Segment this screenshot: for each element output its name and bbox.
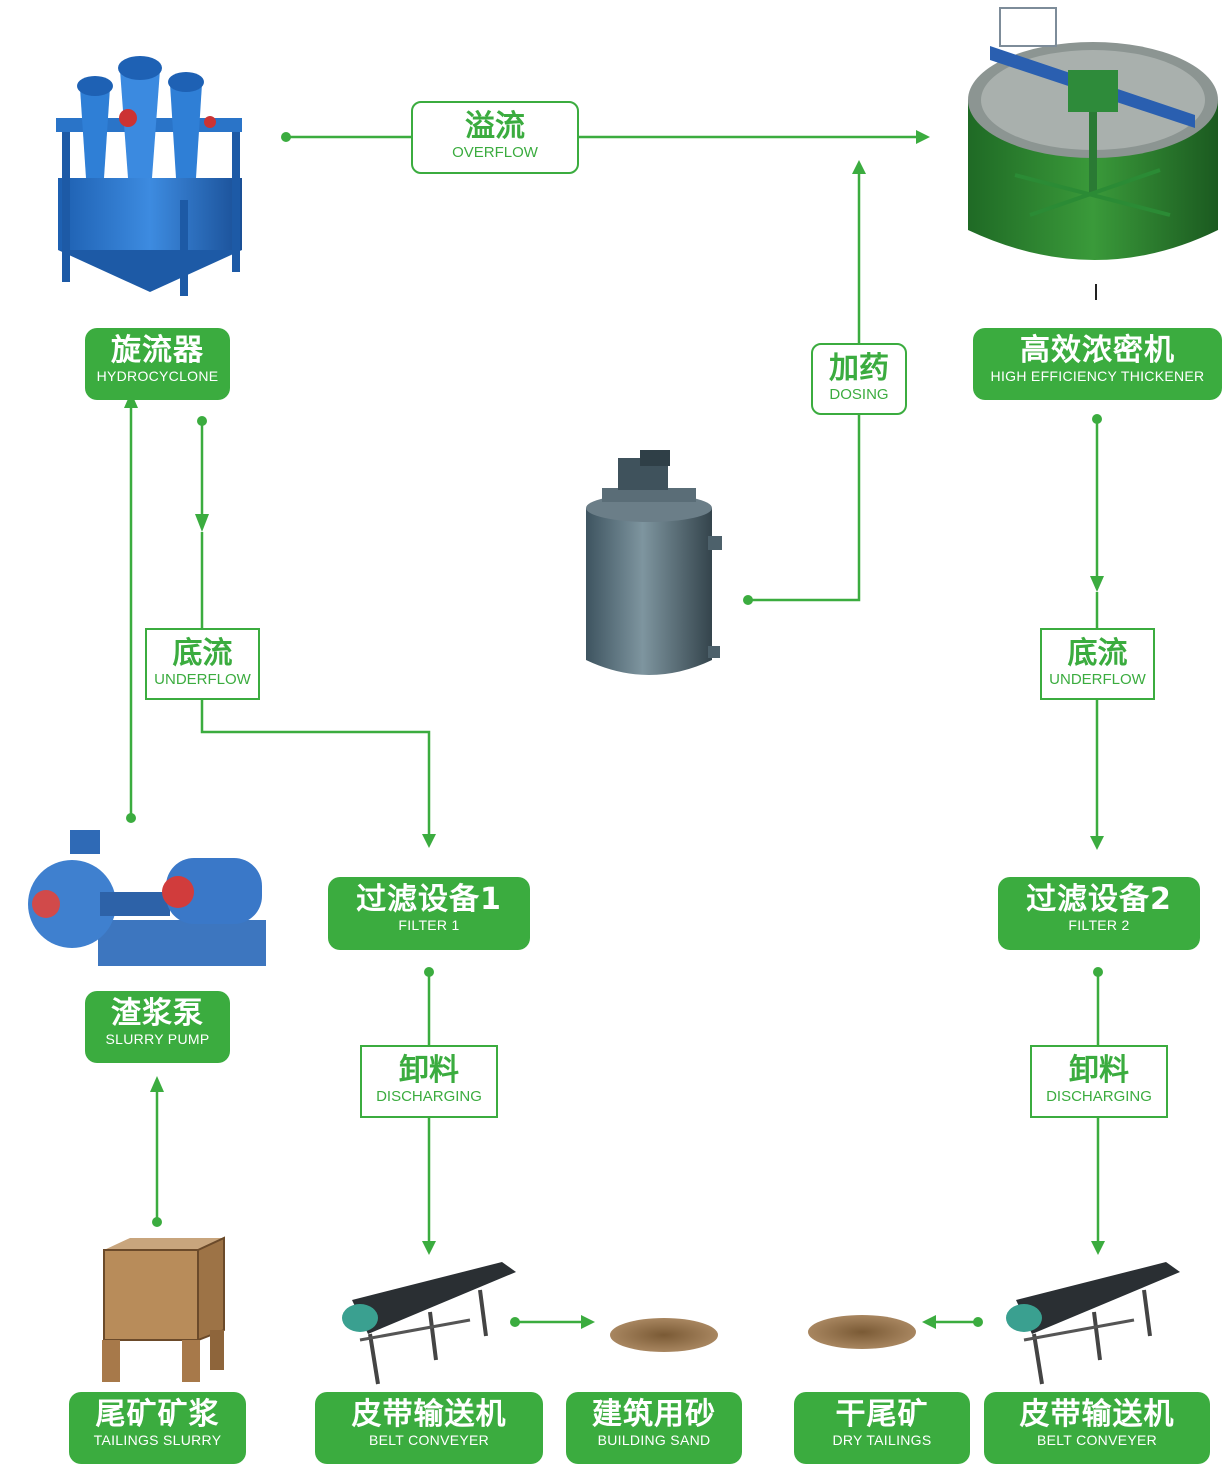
slurry-pump-node: 渣浆泵 SLURRY PUMP <box>85 991 230 1063</box>
discharging-label-1-en: DISCHARGING <box>376 1088 482 1105</box>
tailings-box-illustration <box>102 1236 225 1382</box>
hydrocyclone-node: 旋流器 HYDROCYCLONE <box>85 328 230 400</box>
arrowhead-up <box>150 1076 164 1092</box>
belt-conveyer-2-illustration <box>1006 1262 1180 1385</box>
belt-conveyer-1-node-cn: 皮带输送机 <box>351 1397 507 1432</box>
belt-conveyer-1-node-en: BELT CONVEYER <box>368 1432 490 1448</box>
thickener-node-en: HIGH EFFICIENCY THICKENER <box>990 368 1205 384</box>
flow-start-dot <box>424 967 434 977</box>
underflow-line-1 <box>200 421 431 835</box>
overflow-label: 溢流 OVERFLOW <box>411 101 579 174</box>
dosing-label-en: DOSING <box>829 386 889 403</box>
underflow-label-2-cn: 底流 <box>1067 636 1128 671</box>
underflow-label-1-cn: 底流 <box>172 636 233 671</box>
dry-tailings-node-cn: 干尾矿 <box>835 1397 929 1432</box>
building-sand-node-en: BUILDING SAND <box>597 1432 711 1448</box>
dosing-line <box>748 172 861 602</box>
belt-conveyer-1-node: 皮带输送机 BELT CONVEYER <box>315 1392 543 1464</box>
arrowhead-up <box>124 392 138 408</box>
building-sand-pile-illustration <box>610 1318 718 1352</box>
hydrocyclone-node-cn: 旋流器 <box>111 333 204 368</box>
tailings-slurry-node-cn: 尾矿矿浆 <box>95 1397 220 1432</box>
flow-start-dot <box>197 416 207 426</box>
flow-start-dot <box>510 1317 520 1327</box>
filter-2-node: 过滤设备2 FILTER 2 <box>998 877 1200 950</box>
filter-1-node-cn: 过滤设备1 <box>356 882 502 917</box>
arrowhead-down <box>422 1241 436 1255</box>
belt-conveyer-2-node: 皮带输送机 BELT CONVEYER <box>984 1392 1210 1464</box>
slurry-pump-node-en: SLURRY PUMP <box>105 1031 210 1047</box>
building-sand-node: 建筑用砂 BUILDING SAND <box>566 1392 742 1464</box>
dry-tailings-node-en: DRY TAILINGS <box>832 1432 932 1448</box>
discharging-label-2-cn: 卸料 <box>1069 1053 1129 1088</box>
filter-1-node: 过滤设备1 FILTER 1 <box>328 877 530 950</box>
flow-start-dot <box>973 1317 983 1327</box>
overflow-label-cn: 溢流 <box>465 109 525 144</box>
flow-start-dot <box>126 813 136 823</box>
overflow-label-en: OVERFLOW <box>452 144 538 161</box>
tailings-slurry-node-en: TAILINGS SLURRY <box>93 1432 222 1448</box>
dosing-tank-illustration <box>586 450 722 675</box>
building-sand-node-cn: 建筑用砂 <box>592 1397 716 1432</box>
filter-2-node-en: FILTER 2 <box>1068 917 1130 933</box>
underflow-label-2: 底流 UNDERFLOW <box>1040 628 1155 700</box>
hydrocyclone-node-en: HYDROCYCLONE <box>96 368 219 384</box>
slurry-pump-node-cn: 渣浆泵 <box>111 996 204 1031</box>
arrowhead-up <box>852 160 866 174</box>
thickener-illustration <box>968 7 1218 260</box>
flow-start-dot <box>1092 414 1102 424</box>
arrowhead-right <box>581 1315 595 1329</box>
dosing-label: 加药 DOSING <box>811 343 907 415</box>
belt-conveyer-1-illustration <box>342 1262 516 1385</box>
arrowhead-down <box>1091 1241 1105 1255</box>
belt-conveyer-2-node-en: BELT CONVEYER <box>1036 1432 1158 1448</box>
filter-2-node-cn: 过滤设备2 <box>1026 882 1172 917</box>
arrowhead-down <box>1090 576 1104 592</box>
flow-start-dot <box>152 1217 162 1227</box>
flow-start-dot <box>1093 967 1103 977</box>
arrowhead-down <box>1090 836 1104 850</box>
arrowhead-down <box>422 834 436 848</box>
discharging-label-1: 卸料 DISCHARGING <box>360 1045 498 1118</box>
thickener-node-cn: 高效浓密机 <box>1020 333 1175 368</box>
underflow-label-1: 底流 UNDERFLOW <box>145 628 260 700</box>
flow-start-dot <box>281 132 291 142</box>
dosing-label-cn: 加药 <box>829 351 889 386</box>
underflow-label-1-en: UNDERFLOW <box>154 671 251 688</box>
hydrocyclone-illustration <box>56 56 242 296</box>
dry-tailings-pile-illustration <box>808 1315 916 1349</box>
arrowhead-left <box>922 1315 936 1329</box>
arrowhead-down <box>195 514 209 532</box>
thickener-node: 高效浓密机 HIGH EFFICIENCY THICKENER <box>973 328 1222 400</box>
discharging-label-1-cn: 卸料 <box>399 1053 459 1088</box>
filter-1-node-en: FILTER 1 <box>398 917 460 933</box>
thickener-marker <box>1095 284 1097 300</box>
underflow-label-2-en: UNDERFLOW <box>1049 671 1146 688</box>
belt-conveyer-2-node-cn: 皮带输送机 <box>1019 1397 1175 1432</box>
flow-start-dot <box>743 595 753 605</box>
arrowhead-right <box>916 130 930 144</box>
tailings-slurry-node: 尾矿矿浆 TAILINGS SLURRY <box>69 1392 246 1464</box>
discharging-label-2: 卸料 DISCHARGING <box>1030 1045 1168 1118</box>
slurry-pump-illustration <box>28 830 266 966</box>
discharging-label-2-en: DISCHARGING <box>1046 1088 1152 1105</box>
dry-tailings-node: 干尾矿 DRY TAILINGS <box>794 1392 970 1464</box>
